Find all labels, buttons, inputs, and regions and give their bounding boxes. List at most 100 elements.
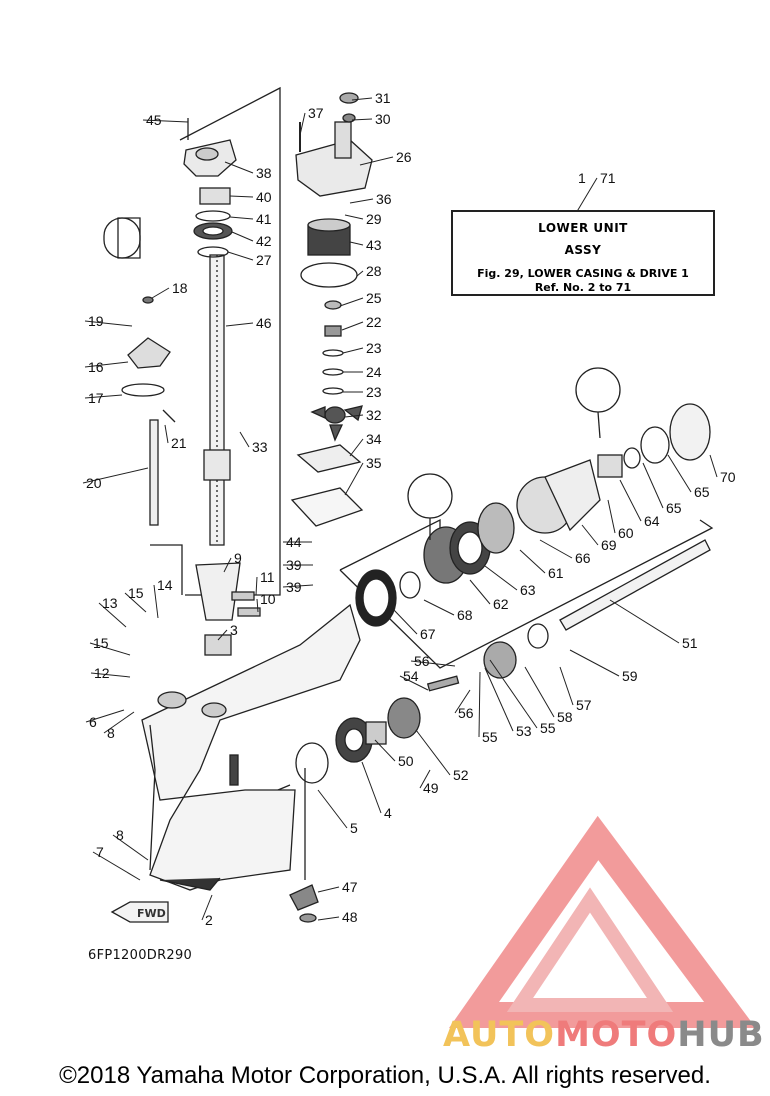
callout-leader-line [85,709,125,723]
callout-label: 22 [366,314,382,330]
callout-label: 49 [423,780,439,796]
callout-label: 41 [256,211,272,227]
callout-label: 62 [493,596,509,612]
callout-label: 9 [234,550,242,566]
callout-leader-line [349,198,374,204]
callout-label: 36 [376,191,392,207]
callout-leader-line [609,599,680,644]
callout-label: 15 [128,585,144,601]
callout-label: 35 [366,455,382,471]
callout-label: 51 [682,635,698,651]
callout-leader-line [484,565,518,591]
callout-label: 61 [548,565,564,581]
callout-leader-line [519,549,546,574]
callout-leader-line [256,598,259,613]
callout-label: 70 [720,469,736,485]
callout-leader-line [217,629,228,641]
callout-leader-line [299,112,306,136]
callout-leader-line [282,584,314,588]
callout-leader-line [151,287,170,299]
watermark-logo-icon [449,815,756,1028]
callout-label: 44 [286,534,302,550]
callout-leader-line [84,394,123,399]
watermark-auto: AUTO [443,1015,556,1055]
callout-leader-line [484,667,514,732]
figure-reference: Fig. 29, LOWER CASING & DRIVE 1 [477,267,689,280]
ref-range: Ref. No. 2 to 71 [534,281,632,294]
callout-leader-line [339,297,364,307]
callout-leader-line [103,711,135,734]
callout-label: 63 [520,582,536,598]
callout-label: 3 [230,622,238,638]
callout-leader-line [229,195,254,198]
callout-leader-line [124,592,147,613]
callout-label: 39 [286,579,302,595]
callout-leader-line [410,660,456,667]
callout-leader-line [317,886,340,893]
callout-label: 65 [694,484,710,500]
callout-leader-line [524,666,555,718]
callout-label: 38 [256,165,272,181]
callout-leader-line [419,769,431,789]
callout-leader-line [164,424,169,444]
callout-label: 12 [94,665,110,681]
callout-leader-line [642,462,664,509]
callout-leader-line [90,672,131,678]
callout-label: 59 [622,668,638,684]
callout-leader-line [239,431,250,448]
callout-label: 53 [516,723,532,739]
callout-leader-line [469,579,491,605]
callout-label: 25 [366,290,382,306]
callout-leader-line [224,161,254,174]
callout-label: 66 [575,550,591,566]
callout-label: 40 [256,189,272,205]
callout-label: 60 [618,525,634,541]
callout-leader-line [569,649,620,677]
callout-label: 67 [420,626,436,642]
callout-label: 8 [116,827,124,843]
callout-leader-line [84,320,133,327]
callout-label: 54 [403,668,419,684]
callout-label: 28 [366,263,382,279]
callout-label: 46 [256,315,272,331]
callout-label: 69 [601,537,617,553]
title-box: LOWER UNIT ASSY Fig. 29, LOWER CASING & … [451,210,715,296]
diagram-code: 6FP1200DR290 [88,948,193,963]
callout-leader-line [489,659,538,729]
callout-leader-line [344,414,364,418]
callout-label: 56 [414,653,430,669]
watermark-moto: MOTO [555,1015,678,1055]
callout-label: 4 [384,805,392,821]
callout-leader-line [92,851,141,881]
callout-label: 24 [366,364,382,380]
callout-leader-line [359,156,394,166]
callout-label: 20 [86,475,102,491]
callout-leader-line [581,524,599,546]
callout-label: 2 [205,912,213,928]
callout-leader-line [667,454,692,493]
callout-label: 7 [96,844,104,860]
callout-leader-line [227,251,254,261]
callout-leader-line [344,462,364,496]
callout-leader-line [341,321,364,331]
callout-leader-line [229,216,254,220]
callout-leader-line [349,438,364,457]
callout-leader-line [112,834,149,861]
callout-leader-line [317,916,340,921]
callout-leader-line [153,584,159,619]
callout-label: 23 [366,340,382,356]
callout-label: 33 [252,439,268,455]
callout-label: 21 [171,435,187,451]
callout-label: 55 [482,729,498,745]
callout-leader-line [415,729,451,776]
callout-label: 31 [375,90,391,106]
callout-label: 68 [457,607,473,623]
callout-label: 64 [644,513,660,529]
watermark-text: AUTOMOTOHUB [443,1015,765,1055]
callout-label: 8 [107,725,115,741]
callout-leader-line [225,322,254,327]
callout-leader-line [98,602,127,628]
callout-label: 57 [576,697,592,713]
callout-label: 58 [557,709,573,725]
callout-leader-line [223,557,232,573]
